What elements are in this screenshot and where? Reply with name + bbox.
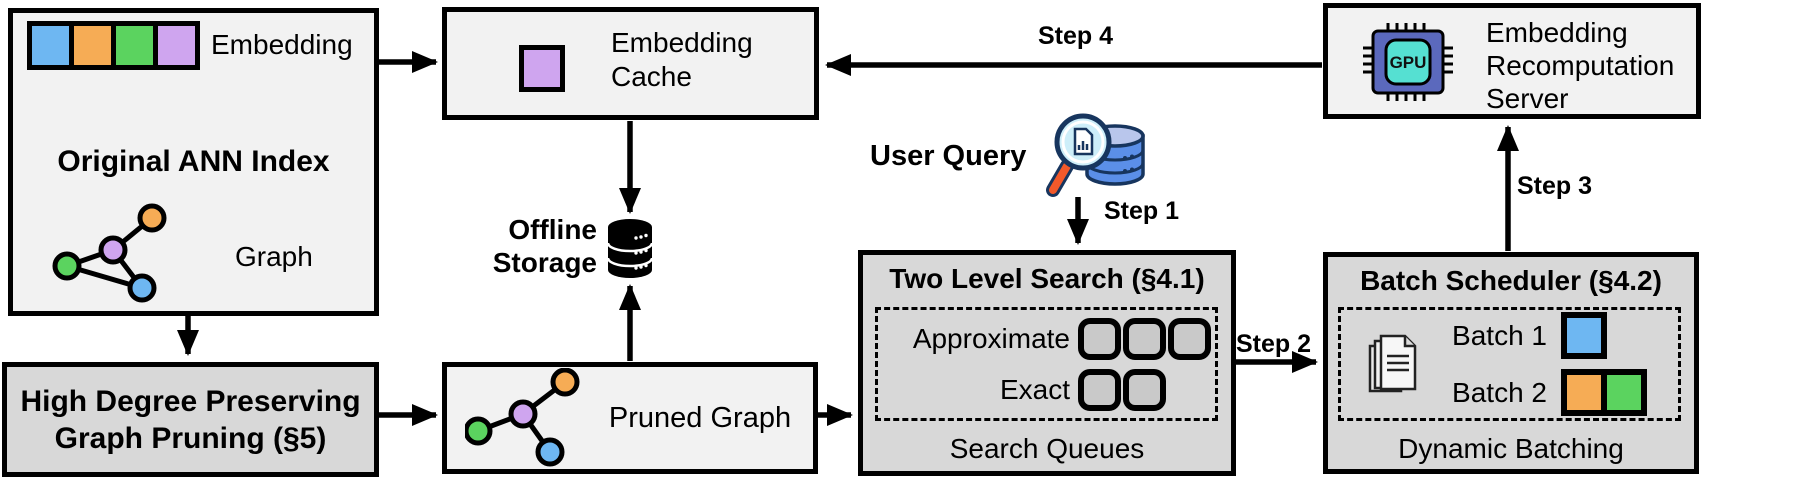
offline-storage-line1: Offline: [508, 214, 597, 245]
embedding-cache-title: Embedding Cache: [611, 26, 753, 94]
approximate-queue-slots: [1078, 317, 1211, 360]
batch-1-label: Batch 1: [1452, 319, 1547, 351]
documents-stack-icon: [1368, 334, 1417, 393]
offline-storage-database-icon: [606, 219, 654, 278]
search-queues-caption: Search Queues: [949, 433, 1145, 464]
exact-label: Exact: [999, 373, 1070, 405]
dynamic-batching-dashed-region: Batch 1 Batch 2: [1338, 307, 1681, 421]
pruned-graph-label: Pruned Graph: [608, 402, 792, 434]
batch-item-square: [1601, 369, 1647, 416]
exact-queue-slots: [1078, 368, 1166, 411]
batch-2-squares: [1561, 369, 1647, 416]
batch-item-square: [1561, 312, 1607, 359]
server-title-line2: Recomputation: [1486, 50, 1675, 81]
queue-slot: [1123, 368, 1166, 411]
step3-label: Step 3: [1517, 172, 1593, 200]
approximate-label: Approximate: [912, 322, 1070, 354]
user-query-icon: [1046, 113, 1145, 197]
approximate-queue-row: Approximate: [878, 317, 1215, 360]
original-ann-index-box: Embedding Original ANN Index Graph: [8, 8, 379, 316]
batch-2-row: Batch 2: [1421, 369, 1678, 416]
dynamic-batching-caption: Dynamic Batching: [1398, 433, 1624, 464]
queue-slot: [1123, 317, 1166, 360]
user-query-label: User Query: [870, 140, 1027, 172]
batch-scheduler-box: Batch Scheduler (§4.2) Batch 1: [1323, 252, 1699, 474]
pruned-graph-icon: [465, 368, 580, 467]
original-ann-index-title: Original ANN Index: [57, 145, 330, 178]
step1-label: Step 1: [1104, 197, 1180, 225]
graph-pruning-title-line2: Graph Pruning (§5): [54, 421, 327, 455]
pruned-graph-box: Pruned Graph: [442, 362, 818, 474]
embedding-cell: [69, 21, 116, 70]
queue-slot: [1078, 317, 1121, 360]
two-level-search-box: Two Level Search (§4.1) Approximate Exac…: [858, 250, 1236, 476]
graph-label: Graph: [235, 241, 313, 272]
queue-slot: [1168, 317, 1211, 360]
batch-scheduler-title: Batch Scheduler (§4.2): [1360, 265, 1662, 296]
embedding-cell: [27, 21, 74, 70]
embedding-label: Embedding: [211, 29, 353, 60]
cached-embedding-icon: [519, 45, 565, 92]
recomputation-server-box: GPU Embedding Recomputation Server: [1323, 3, 1701, 119]
gpu-chip-label: GPU: [1390, 53, 1427, 72]
embedding-vector-icon: [27, 21, 200, 70]
batch-2-label: Batch 2: [1452, 376, 1547, 408]
embedding-cell: [153, 21, 200, 70]
batch-1-row: Batch 1: [1421, 312, 1678, 359]
recomputation-server-title: Embedding Recomputation Server: [1486, 16, 1674, 115]
server-title-line3: Server: [1486, 83, 1569, 114]
queue-slot: [1078, 368, 1121, 411]
embedding-cache-line1: Embedding: [611, 27, 753, 58]
embedding-cell: [111, 21, 158, 70]
batch-rows: Batch 1 Batch 2: [1421, 312, 1678, 416]
offline-storage-line2: Storage: [492, 247, 597, 278]
offline-storage-label: Offline Storage: [462, 213, 597, 279]
two-level-search-title: Two Level Search (§4.1): [889, 263, 1205, 294]
embedding-cache-box: Embedding Cache: [442, 7, 819, 120]
step2-label: Step 2: [1236, 330, 1312, 358]
server-title-line1: Embedding: [1486, 17, 1628, 48]
batch-1-squares: [1561, 312, 1607, 359]
step4-label: Step 4: [1038, 22, 1114, 50]
graph-icon: [52, 203, 167, 303]
graph-pruning-box: High Degree Preserving Graph Pruning (§5…: [2, 362, 379, 477]
exact-queue-row: Exact: [878, 368, 1215, 411]
search-queues-dashed-region: Approximate Exact: [875, 307, 1218, 421]
embedding-cache-line2: Cache: [611, 61, 692, 92]
gpu-chip-icon: GPU: [1363, 23, 1453, 101]
graph-pruning-title-line1: High Degree Preserving: [20, 384, 361, 418]
cached-embedding-square: [519, 45, 565, 92]
